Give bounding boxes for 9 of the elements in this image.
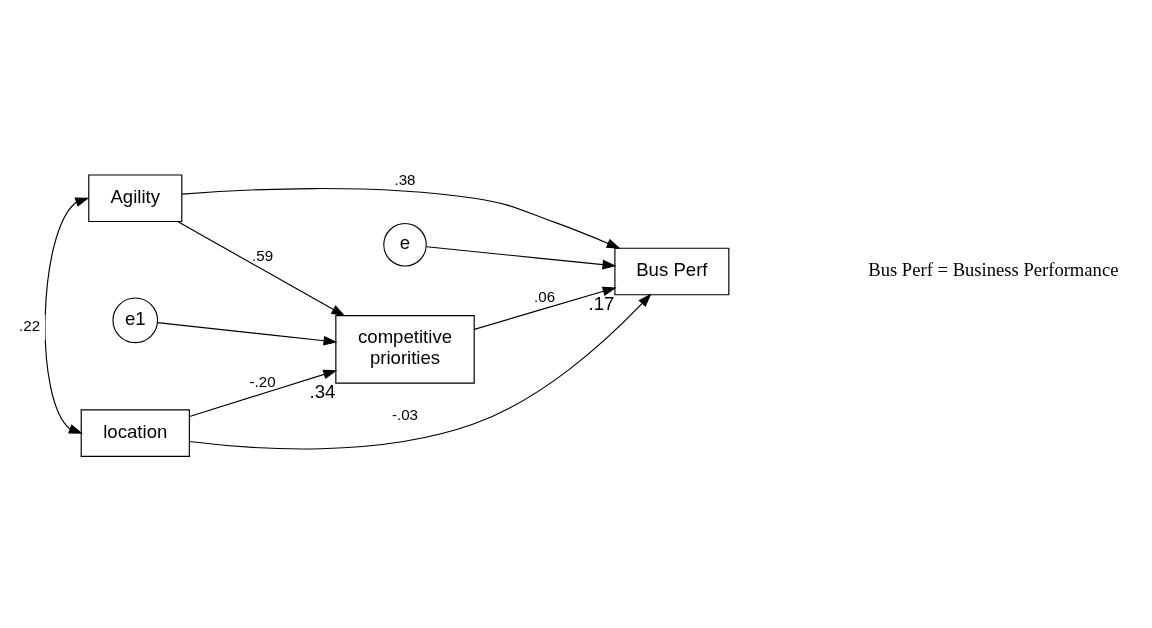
edge-label: .38	[394, 170, 416, 188]
node-label: .17	[588, 292, 615, 314]
edge-label: .22	[19, 316, 41, 334]
edge-label: .06	[534, 287, 556, 305]
edge-label: .59	[252, 246, 274, 264]
edge-label: -.20	[249, 372, 276, 390]
label: Bus Perf = Business Performance	[868, 258, 1119, 280]
node-label: .34	[309, 380, 336, 402]
edge-label: -.03	[392, 405, 419, 423]
